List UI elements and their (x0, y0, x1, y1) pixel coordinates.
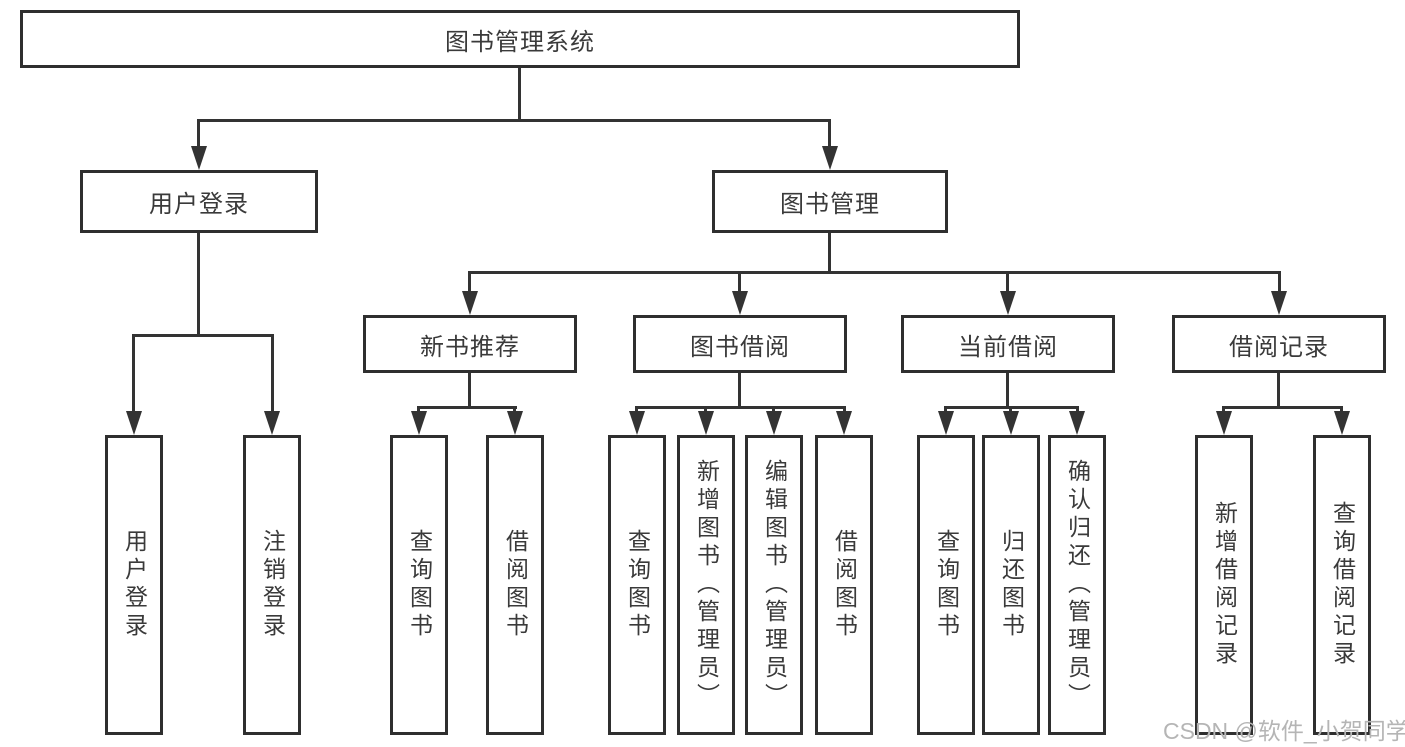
csdn-watermark: CSDN @软件_小贺同学 (1163, 718, 1405, 744)
leaf-query-books-1-label: 查询图书 (406, 529, 433, 641)
arrow-to-query-books-1 (411, 411, 427, 435)
connector-borrowrecords-stem (1277, 373, 1280, 409)
connector-bookmgmt-drop-4 (1278, 271, 1281, 294)
connector-borrowrecords-rail (1222, 406, 1343, 409)
connector-bookmgmt-drop-1 (468, 271, 471, 294)
leaf-add-book-admin: 新增图书（管理员） (677, 435, 735, 735)
arrow-to-return-book (1003, 411, 1019, 435)
leaf-confirm-return-admin-label: 确认归还（管理员） (1064, 459, 1091, 711)
connector-userlogin-stem (197, 233, 200, 337)
leaf-borrow-books-2-label: 借阅图书 (831, 529, 858, 641)
connector-bookmgmt-drop-2 (738, 271, 741, 294)
connector-currentborrow-drop-2 (1009, 406, 1012, 415)
leaf-query-books-1: 查询图书 (390, 435, 448, 735)
connector-newbookrec-rail (417, 406, 517, 409)
node-new-book-rec: 新书推荐 (363, 315, 577, 373)
connector-borrowrecords-drop-2 (1340, 406, 1343, 415)
leaf-confirm-return-admin: 确认归还（管理员） (1048, 435, 1106, 735)
arrow-to-query-borrow-record (1334, 411, 1350, 435)
connector-bookmgmt-drop-3 (1006, 271, 1009, 294)
connector-newbookrec-stem (468, 373, 471, 409)
arrow-to-borrow-books-1 (507, 411, 523, 435)
connector-root-stem (518, 68, 521, 121)
node-book-mgmt: 图书管理 (712, 170, 948, 233)
connector-currentborrow-drop-3 (1076, 406, 1079, 415)
leaf-edit-book-admin: 编辑图书（管理员） (745, 435, 803, 735)
connector-bookborrow-drop-3 (772, 406, 775, 415)
arrow-to-new-book-rec (462, 291, 478, 315)
arrow-to-add-borrow-record (1216, 411, 1232, 435)
connector-bookborrow-drop-2 (704, 406, 707, 415)
connector-bookborrow-rail (635, 406, 846, 409)
node-library-system: 图书管理系统 (20, 10, 1020, 68)
arrow-to-book-mgmt (822, 146, 838, 170)
connector-bookborrow-drop-4 (843, 406, 846, 415)
leaf-logout-label: 注销登录 (259, 529, 286, 641)
connector-root-rail (197, 119, 831, 122)
connector-newbookrec-drop-1 (417, 406, 420, 415)
arrow-to-user-login (191, 146, 207, 170)
connector-bookmgmt-rail (468, 271, 1281, 274)
connector-newbookrec-drop-2 (513, 406, 516, 415)
leaf-query-books-3: 查询图书 (917, 435, 975, 735)
leaf-query-borrow-record: 查询借阅记录 (1313, 435, 1371, 735)
connector-bookborrow-stem (738, 373, 741, 409)
leaf-query-borrow-record-label: 查询借阅记录 (1329, 501, 1356, 669)
arrow-to-book-borrow (732, 291, 748, 315)
leaf-borrow-books-1: 借阅图书 (486, 435, 544, 735)
connector-bookmgmt-stem (828, 233, 831, 274)
leaf-add-book-admin-label: 新增图书（管理员） (693, 459, 720, 711)
connector-borrowrecords-drop-1 (1222, 406, 1225, 415)
node-borrow-records: 借阅记录 (1172, 315, 1386, 373)
arrow-to-leaf-user-login (126, 411, 142, 435)
connector-userlogin-drop-1 (132, 334, 135, 414)
leaf-add-borrow-record: 新增借阅记录 (1195, 435, 1253, 735)
node-book-borrow: 图书借阅 (633, 315, 847, 373)
leaf-query-books-2: 查询图书 (608, 435, 666, 735)
arrow-to-add-book (698, 411, 714, 435)
node-user-login: 用户登录 (80, 170, 318, 233)
leaf-query-books-2-label: 查询图书 (624, 529, 651, 641)
connector-userlogin-drop-2 (271, 334, 274, 414)
node-current-borrow: 当前借阅 (901, 315, 1115, 373)
arrow-to-confirm-return (1069, 411, 1085, 435)
leaf-query-books-3-label: 查询图书 (933, 529, 960, 641)
arrow-to-edit-book (766, 411, 782, 435)
connector-root-drop-right (828, 119, 831, 149)
leaf-add-borrow-record-label: 新增借阅记录 (1211, 501, 1238, 669)
connector-userlogin-rail (132, 334, 274, 337)
arrow-to-borrow-records (1271, 291, 1287, 315)
connector-currentborrow-stem (1006, 373, 1009, 409)
leaf-return-book-label: 归还图书 (998, 529, 1025, 641)
leaf-user-login: 用户登录 (105, 435, 163, 735)
arrow-to-borrow-books-2 (836, 411, 852, 435)
arrow-to-leaf-logout (264, 411, 280, 435)
leaf-edit-book-admin-label: 编辑图书（管理员） (761, 459, 788, 711)
connector-root-drop-left (197, 119, 200, 149)
leaf-logout: 注销登录 (243, 435, 301, 735)
arrow-to-query-books-2 (629, 411, 645, 435)
leaf-return-book: 归还图书 (982, 435, 1040, 735)
connector-bookborrow-drop-1 (635, 406, 638, 415)
leaf-borrow-books-1-label: 借阅图书 (502, 529, 529, 641)
connector-currentborrow-drop-1 (944, 406, 947, 415)
leaf-borrow-books-2: 借阅图书 (815, 435, 873, 735)
arrow-to-query-books-3 (938, 411, 954, 435)
arrow-to-current-borrow (1000, 291, 1016, 315)
leaf-user-login-label: 用户登录 (121, 529, 148, 641)
